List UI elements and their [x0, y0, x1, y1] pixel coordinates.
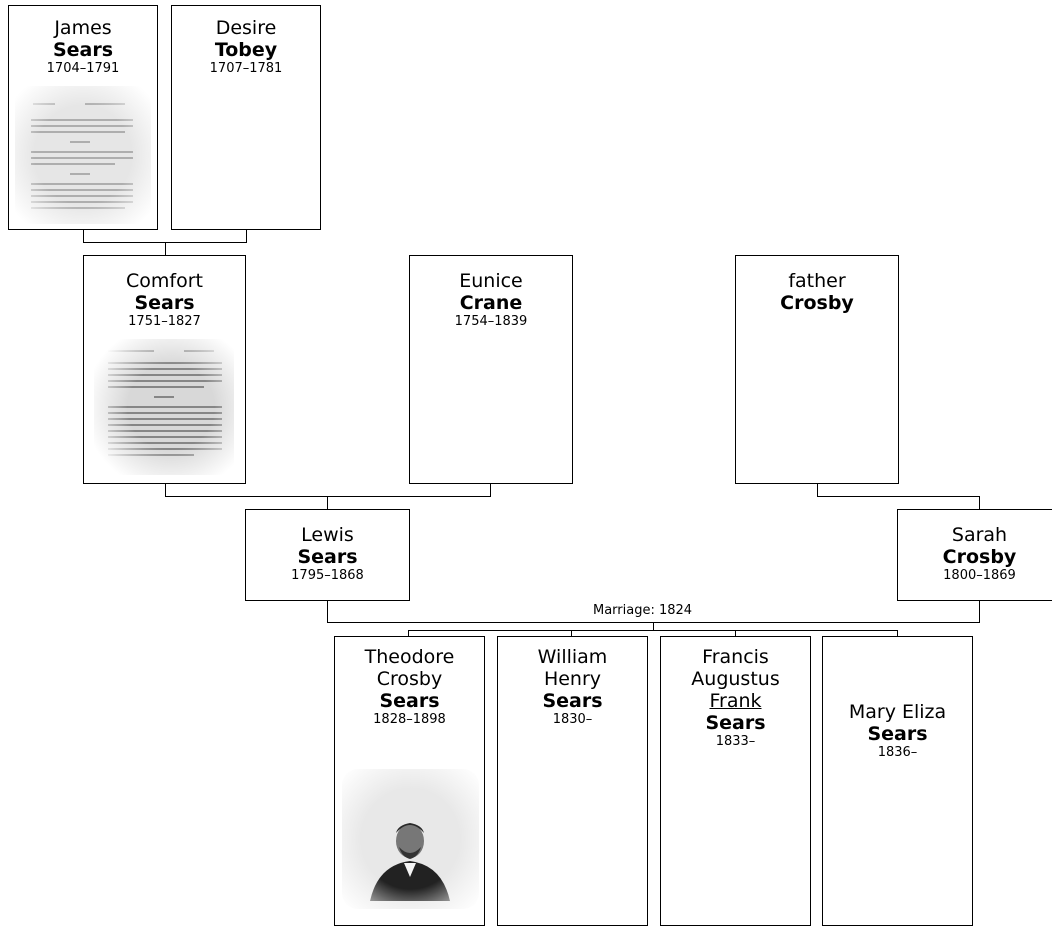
person-dates: 1754–1839: [454, 314, 528, 329]
document-thumbnail-image[interactable]: [15, 86, 151, 224]
person-given-name: Theodore: [364, 646, 455, 668]
person-given-name: William: [537, 646, 608, 668]
connector-line: [165, 496, 491, 497]
person-surname: Sears: [134, 292, 195, 314]
portrait-photo[interactable]: [342, 769, 479, 909]
person-surname: Sears: [867, 723, 928, 745]
children-line: [408, 630, 898, 631]
person-card-mary-eliza-sears[interactable]: Mary Eliza Sears 1836–: [822, 636, 973, 926]
person-middle-name: Henry: [543, 668, 602, 690]
person-given-name: Francis: [702, 646, 769, 668]
person-card-theodore-crosby-sears[interactable]: Theodore Crosby Sears 1828–1898: [334, 636, 485, 926]
person-card-francis-augustus-sears[interactable]: Francis Augustus Frank Sears 1833–: [660, 636, 811, 926]
person-dates: 1800–1869: [943, 568, 1016, 583]
person-surname: Sears: [297, 546, 358, 568]
person-nickname: Frank: [709, 690, 762, 712]
connector-line: [490, 483, 491, 496]
person-given-name: Comfort: [126, 270, 203, 292]
person-card-desire-tobey[interactable]: Desire Tobey 1707–1781: [171, 5, 321, 230]
connector-line: [817, 496, 980, 497]
connector-line: [979, 600, 980, 623]
connector-line: [735, 630, 736, 637]
person-dates: 1828–1898: [373, 712, 446, 727]
person-card-father-crosby[interactable]: father Crosby: [735, 255, 899, 484]
person-surname: Sears: [542, 690, 603, 712]
person-dates: 1751–1827: [128, 314, 201, 329]
connector-line: [327, 600, 328, 623]
person-given-name: Lewis: [301, 524, 354, 546]
marriage-label: Marriage: 1824: [591, 603, 695, 618]
person-dates: 1707–1781: [209, 61, 283, 76]
person-surname: Sears: [705, 712, 766, 734]
person-card-william-henry-sears[interactable]: William Henry Sears 1830–: [497, 636, 648, 926]
connector-line: [817, 483, 818, 496]
person-given-name: Eunice: [459, 270, 523, 292]
person-card-james-sears[interactable]: James Sears 1704–1791: [8, 5, 158, 230]
person-dates: 1795–1868: [291, 568, 364, 583]
person-surname: Crane: [459, 292, 523, 314]
person-given-name: Desire: [215, 17, 277, 39]
person-surname: Crosby: [780, 292, 854, 314]
person-dates: 1836–: [877, 745, 918, 760]
person-card-eunice-crane[interactable]: Eunice Crane 1754–1839: [409, 255, 573, 484]
person-card-lewis-sears[interactable]: Lewis Sears 1795–1868: [245, 509, 410, 601]
person-middle-name: Augustus: [691, 668, 780, 690]
document-thumbnail-image[interactable]: [94, 339, 234, 475]
connector-line: [979, 496, 980, 510]
person-surname: Sears: [52, 39, 114, 61]
person-dates: 1833–: [715, 734, 756, 749]
person-given-name: Sarah: [951, 524, 1008, 546]
connector-line: [327, 496, 328, 510]
person-given-name: father: [788, 270, 846, 292]
connector-line: [165, 242, 166, 256]
person-middle-name: Crosby: [376, 668, 443, 690]
person-given-name: Mary Eliza: [848, 701, 947, 723]
connector-line: [571, 630, 572, 637]
connector-line: [83, 229, 84, 242]
person-card-comfort-sears[interactable]: Comfort Sears 1751–1827: [83, 255, 246, 484]
connector-line: [653, 622, 654, 631]
connector-line: [246, 229, 247, 242]
person-dates: 1830–: [552, 712, 593, 727]
person-surname: Tobey: [214, 39, 278, 61]
person-given-name: James: [54, 17, 112, 39]
connector-line: [408, 630, 409, 637]
person-dates: 1704–1791: [46, 61, 120, 76]
connector-line: [897, 630, 898, 637]
person-surname: Crosby: [942, 546, 1017, 568]
person-surname: Sears: [379, 690, 440, 712]
connector-line: [165, 483, 166, 496]
person-card-sarah-crosby[interactable]: Sarah Crosby 1800–1869: [897, 509, 1052, 601]
